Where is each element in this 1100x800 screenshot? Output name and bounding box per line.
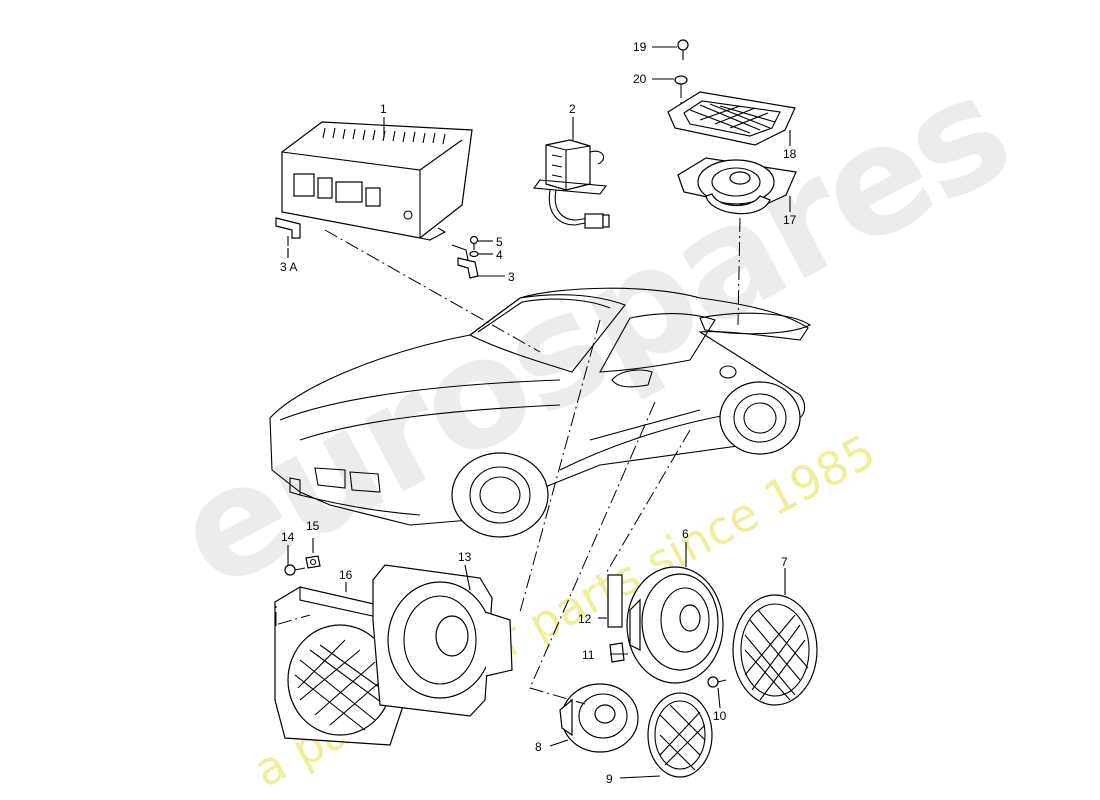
callout-8: 8 [535, 740, 542, 754]
callout-13: 13 [458, 550, 472, 564]
part-3-bracket [451, 244, 479, 279]
part-10-screw [707, 676, 727, 688]
part-13-midrange-speaker [372, 564, 513, 717]
part-20-clip [674, 75, 688, 85]
callout-9: 9 [606, 772, 613, 786]
assembly-lines [275, 217, 741, 705]
callout-20: 20 [633, 72, 647, 86]
part-11-clip [609, 642, 625, 663]
callout-11: 11 [582, 648, 595, 662]
leader-lines [287, 46, 791, 779]
callout-14: 14 [281, 530, 295, 544]
callout-1: 1 [380, 102, 387, 116]
callout-labels: 1 2 3 3 A 4 5 6 7 8 9 10 11 12 13 14 15 … [280, 40, 797, 786]
rear-wheel [719, 381, 801, 455]
part-1-amplifier [281, 121, 473, 241]
part-3a-bracket [275, 217, 301, 246]
part-9-tweeter-grille [647, 692, 713, 778]
callout-16: 16 [339, 568, 353, 582]
callout-3: 3 [508, 270, 515, 284]
part-8-tweeter [559, 683, 639, 753]
callout-2: 2 [569, 102, 576, 116]
callout-3a: 3 A [280, 260, 297, 274]
callout-17: 17 [783, 213, 797, 227]
part-17-tweeter [677, 157, 797, 215]
part-2-transformer [532, 139, 610, 229]
part-19-screw [677, 39, 689, 60]
callout-12: 12 [578, 612, 592, 626]
callout-4: 4 [496, 248, 503, 262]
front-wheel [451, 452, 549, 538]
part-18-speaker-grille [667, 91, 796, 146]
part-15-clip [305, 555, 321, 569]
part-6-woofer [626, 566, 724, 684]
callout-15: 15 [306, 519, 320, 533]
callout-19: 19 [633, 40, 647, 54]
part-14-screw [284, 564, 306, 576]
callout-7: 7 [781, 555, 788, 569]
callout-10: 10 [713, 709, 727, 723]
part-4-washer [469, 250, 479, 258]
callout-6: 6 [682, 527, 689, 541]
part-16-speaker-cover [274, 586, 406, 746]
callout-5: 5 [496, 235, 503, 249]
car-body [269, 287, 812, 538]
part-12-foam-strip [607, 574, 623, 628]
part-5-screw [469, 235, 479, 250]
callout-18: 18 [783, 147, 797, 161]
part-7-speaker-grille [732, 594, 818, 706]
